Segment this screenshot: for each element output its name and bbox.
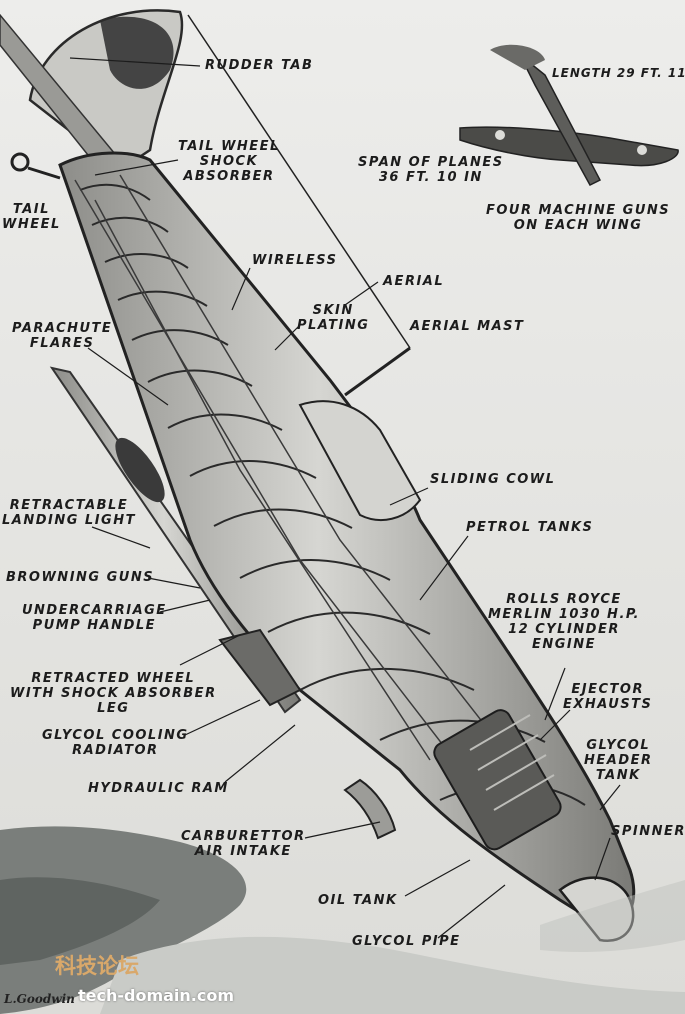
watermark-chinese: 科技论坛 bbox=[55, 954, 139, 978]
label-rolls-royce-merlin: ROLLS ROYCE MERLIN 1030 H.P. 12 CYLINDER… bbox=[488, 592, 640, 652]
label-petrol-tanks: PETROL TANKS bbox=[466, 520, 594, 535]
label-carburettor-air-intake: CARBURETTOR AIR INTAKE bbox=[181, 829, 306, 859]
label-aerial-mast: AERIAL MAST bbox=[410, 319, 525, 334]
label-glycol-pipe: GLYCOL PIPE bbox=[352, 934, 461, 949]
label-skin-plating: SKIN PLATING bbox=[297, 303, 370, 333]
label-aerial: AERIAL bbox=[383, 274, 445, 289]
rudder-dark bbox=[100, 16, 174, 89]
fuselage-stringers bbox=[74, 174, 521, 781]
leader-lines bbox=[69, 57, 621, 939]
label-rudder-tab: RUDDER TAB bbox=[205, 58, 314, 73]
label-tail-wheel: TAIL WHEEL bbox=[2, 202, 61, 232]
label-browning-guns: BROWNING GUNS bbox=[6, 570, 155, 585]
label-ejector-exhausts: EJECTOR EXHAUSTS bbox=[563, 682, 653, 712]
label-wireless: WIRELESS bbox=[252, 253, 338, 268]
label-glycol-cooling-radiator: GLYCOL COOLING RADIATOR bbox=[42, 728, 189, 758]
artist-signature: L.Goodwin bbox=[4, 992, 75, 1006]
label-retracted-wheel: RETRACTED WHEEL WITH SHOCK ABSORBER LEG bbox=[10, 671, 217, 716]
label-spinner: SPINNER bbox=[611, 824, 685, 839]
watermark-url: tech-domain.com bbox=[78, 986, 235, 1005]
spec-length: LENGTH 29 FT. 11 IN bbox=[552, 66, 685, 80]
label-tail-wheel-shock-absorber: TAIL WHEEL SHOCK ABSORBER bbox=[178, 139, 280, 184]
aerial-mast-drawing bbox=[344, 346, 411, 397]
engine-block bbox=[433, 709, 562, 851]
cockpit-canopy bbox=[298, 400, 422, 521]
label-sliding-cowl: SLIDING COWL bbox=[430, 472, 556, 487]
spec-machine-guns: FOUR MACHINE GUNS ON EACH WING bbox=[486, 203, 671, 233]
label-parachute-flares: PARACHUTE FLARES bbox=[12, 321, 113, 351]
coastline-shadow bbox=[0, 877, 160, 965]
radiator-housing bbox=[218, 628, 302, 707]
label-hydraulic-ram: HYDRAULIC RAM bbox=[88, 781, 229, 796]
sea-surface bbox=[100, 936, 685, 1014]
small-plane-silhouette bbox=[459, 44, 679, 186]
label-oil-tank: OIL TANK bbox=[318, 893, 398, 908]
carburettor-intake-drawing bbox=[343, 778, 397, 840]
aerial-wire bbox=[187, 14, 411, 349]
left-wing bbox=[49, 366, 302, 714]
tail-wheel-drawing bbox=[10, 152, 30, 172]
propeller-blur bbox=[540, 880, 685, 952]
label-glycol-header-tank: GLYCOL HEADER TANK bbox=[584, 738, 653, 783]
label-retractable-landing-light: RETRACTABLE LANDING LIGHT bbox=[2, 498, 136, 528]
wing-roundel bbox=[115, 437, 165, 503]
spec-span: SPAN OF PLANES 36 FT. 10 IN bbox=[358, 155, 504, 185]
label-undercarriage-pump-handle: UNDERCARRIAGE PUMP HANDLE bbox=[22, 603, 167, 633]
